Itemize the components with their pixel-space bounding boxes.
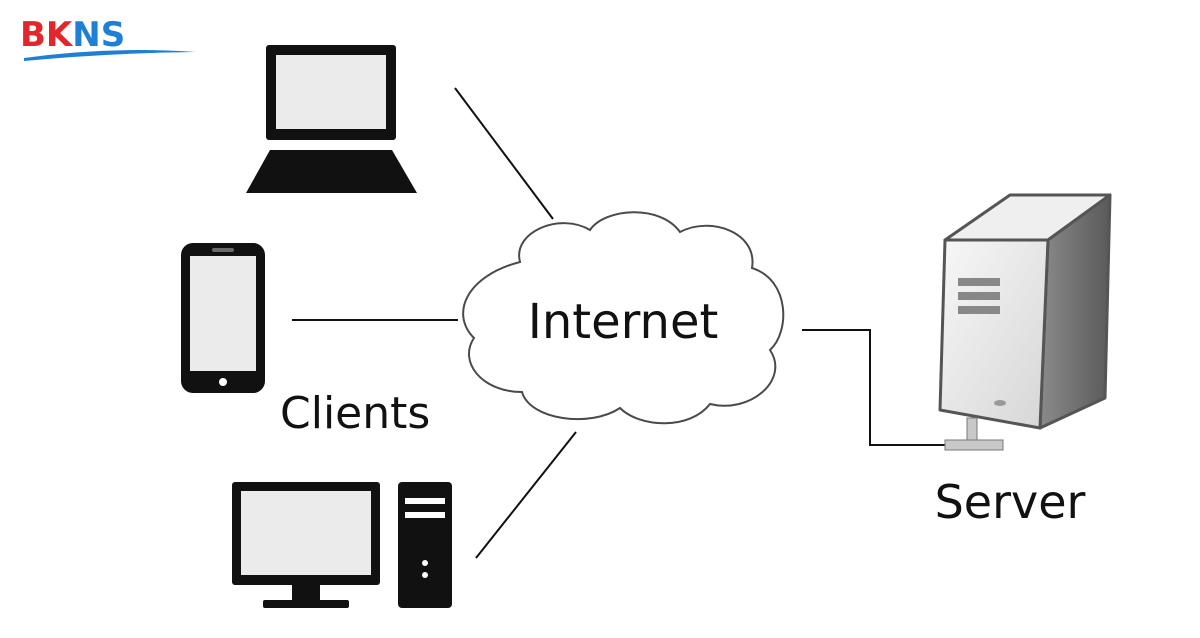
internet-label: Internet xyxy=(528,294,719,350)
server-vent-3 xyxy=(958,306,1000,314)
logo-text-blue: NS xyxy=(72,15,125,55)
smartphone-icon xyxy=(181,243,265,393)
laptop-base xyxy=(246,150,417,193)
server-vent-1 xyxy=(958,278,1000,286)
bkns-logo: BKNS xyxy=(20,15,196,61)
server-connection-line xyxy=(802,329,945,446)
server-port-connector xyxy=(944,439,1004,451)
laptop-connection-line xyxy=(454,87,554,220)
monitor-stand xyxy=(263,600,349,608)
cloud-icon xyxy=(462,211,785,425)
laptop-icon xyxy=(246,45,417,193)
internet-cloud: Internet xyxy=(462,211,785,425)
laptop-screen xyxy=(276,55,386,129)
clients-label: Clients xyxy=(280,388,430,439)
phone-home-button xyxy=(219,378,227,386)
server-front xyxy=(938,238,1050,430)
desktop-connection-line xyxy=(475,431,577,559)
server-tower-icon xyxy=(938,193,1112,451)
desktop-computer-icon xyxy=(232,482,452,608)
logo-swoosh xyxy=(24,50,196,61)
logo-text-red: BK xyxy=(20,15,74,55)
server-port-stem xyxy=(966,417,978,441)
monitor-screen xyxy=(241,491,371,575)
server-label: Server xyxy=(935,475,1086,529)
pc-led-2 xyxy=(422,572,428,578)
server-power-button xyxy=(994,400,1006,406)
pc-drive-bay-1 xyxy=(405,498,445,504)
server-vent-2 xyxy=(958,292,1000,300)
pc-led-1 xyxy=(422,560,428,566)
phone-screen xyxy=(190,256,256,371)
monitor-neck xyxy=(292,585,320,601)
phone-speaker xyxy=(212,248,234,252)
logo-text: BKNS xyxy=(20,15,125,55)
connection-lines xyxy=(292,87,945,559)
pc-drive-bay-2 xyxy=(405,512,445,518)
